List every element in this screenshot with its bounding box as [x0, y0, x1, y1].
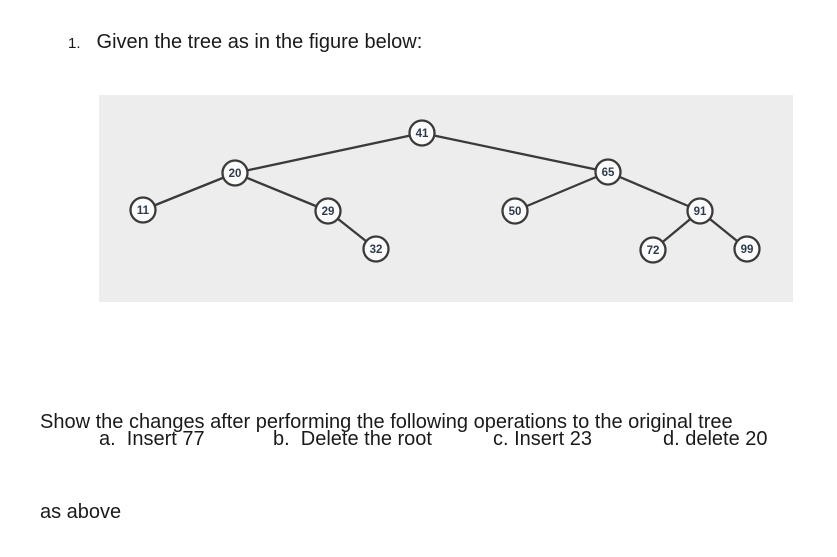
operation-delete-20: d. delete 20 — [663, 428, 768, 450]
question-number: 1. — [68, 35, 81, 52]
tree-node-72 — [639, 236, 667, 264]
tree-node-label-29: 29 — [322, 206, 335, 218]
tree-edge-65-50 — [514, 170, 609, 213]
operation-insert-77: a. Insert 77 — [99, 428, 205, 450]
operation-delete-root: b. Delete the root — [273, 428, 432, 450]
tree-node-label-41: 41 — [416, 128, 429, 140]
tree-svg: 41 20 65 11 29 50 91 32 72 99 — [129, 119, 761, 264]
tree-node-label-99: 99 — [741, 244, 754, 256]
instructions-line-2: as above — [40, 501, 122, 523]
tree-node-41 — [408, 119, 436, 147]
tree-node-label-20: 20 — [229, 168, 242, 180]
tree-node-label-11: 11 — [137, 205, 150, 217]
instructions-line-1: Show the changes after performing the fo… — [40, 411, 733, 433]
question-title: Given the tree as in the figure below: — [96, 31, 423, 53]
tree-node-label-72: 72 — [647, 245, 660, 257]
tree-figure: 41 20 65 11 29 50 91 32 72 99 — [99, 95, 793, 302]
tree-node-label-50: 50 — [509, 206, 522, 218]
tree-node-20 — [221, 159, 249, 187]
tree-edge-65-91 — [607, 170, 701, 213]
tree-node-label-91: 91 — [694, 206, 707, 218]
tree-node-91 — [686, 197, 714, 225]
tree-node-label-65: 65 — [602, 167, 615, 179]
tree-node-29 — [314, 197, 342, 225]
tree-edge-41-65 — [421, 131, 609, 174]
tree-node-32 — [362, 235, 390, 263]
tree-node-65 — [594, 158, 622, 186]
tree-node-label-32: 32 — [370, 244, 383, 256]
operation-insert-23: c. Insert 23 — [493, 428, 592, 450]
tree-node-11 — [129, 196, 157, 224]
tree-edge-20-11 — [142, 171, 236, 212]
tree-edge-41-20 — [234, 131, 423, 175]
tree-node-99 — [733, 235, 761, 263]
operations-list: a. Insert 77 b. Delete the root c. Inser… — [0, 428, 837, 454]
question-heading: 1. Given the tree as in the figure below… — [68, 31, 422, 54]
tree-node-50 — [501, 197, 529, 225]
tree-edge-20-29 — [234, 171, 329, 213]
